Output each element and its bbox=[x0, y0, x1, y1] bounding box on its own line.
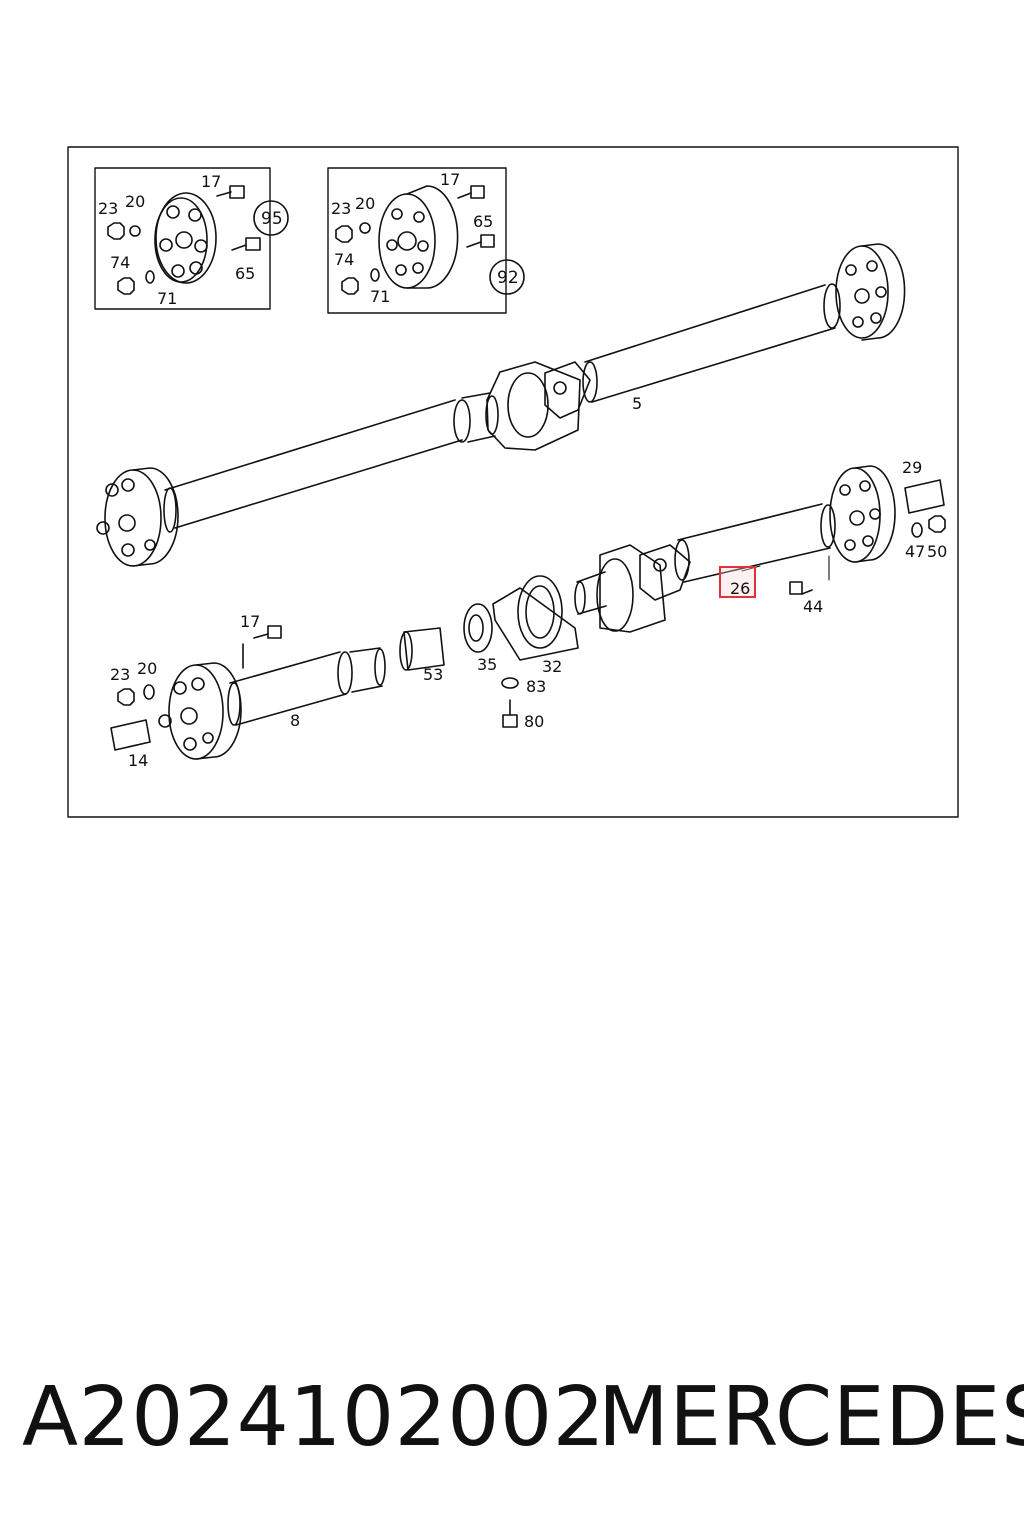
label-inset1-20: 20 bbox=[125, 192, 145, 211]
highlight-box-26 bbox=[719, 566, 756, 598]
label-32: 32 bbox=[542, 657, 562, 676]
driveshaft-26 bbox=[574, 465, 946, 633]
label-inset2-17: 17 bbox=[440, 170, 460, 189]
label-83: 83 bbox=[526, 677, 546, 696]
label-8: 8 bbox=[290, 711, 300, 730]
label-80: 80 bbox=[524, 712, 544, 731]
label-26: 26 bbox=[730, 579, 750, 598]
label-inset1-74: 74 bbox=[110, 253, 130, 272]
inset-box-95 bbox=[94, 167, 289, 310]
label-29: 29 bbox=[902, 458, 922, 477]
label-inset2-74: 74 bbox=[334, 250, 354, 269]
callout-92: 92 bbox=[497, 268, 519, 288]
label-inset2-71: 71 bbox=[370, 287, 390, 306]
driveshaft-8 bbox=[110, 625, 386, 760]
label-inset2-20: 20 bbox=[355, 194, 375, 213]
label-17: 17 bbox=[240, 612, 260, 631]
label-5: 5 bbox=[632, 394, 642, 413]
brand-name: MERCEDES bbox=[598, 1370, 1024, 1465]
label-23: 23 bbox=[110, 665, 130, 684]
label-14: 14 bbox=[128, 751, 148, 770]
label-inset2-65: 65 bbox=[473, 212, 493, 231]
inset-box-92 bbox=[327, 167, 525, 314]
callout-95: 95 bbox=[261, 209, 283, 229]
driveshaft-5 bbox=[96, 243, 906, 567]
label-inset2-23: 23 bbox=[331, 199, 351, 218]
label-20: 20 bbox=[137, 659, 157, 678]
exploded-driveshaft-diagram: 17 23 20 74 71 65 95 17 23 20 74 71 65 9… bbox=[67, 146, 959, 818]
label-inset1-65: 65 bbox=[235, 264, 255, 283]
label-47: 47 bbox=[905, 542, 925, 561]
footer-caption: A2024102002 MERCEDES bbox=[0, 1370, 1024, 1470]
label-inset1-23: 23 bbox=[98, 199, 118, 218]
label-44: 44 bbox=[803, 597, 823, 616]
part-number: A2024102002 bbox=[22, 1370, 606, 1465]
label-inset1-17: 17 bbox=[201, 172, 221, 191]
label-inset1-71: 71 bbox=[157, 289, 177, 308]
label-53: 53 bbox=[423, 665, 443, 684]
label-35: 35 bbox=[477, 655, 497, 674]
center-support-parts bbox=[399, 575, 579, 728]
label-50: 50 bbox=[927, 542, 947, 561]
diagram-frame bbox=[67, 146, 959, 818]
